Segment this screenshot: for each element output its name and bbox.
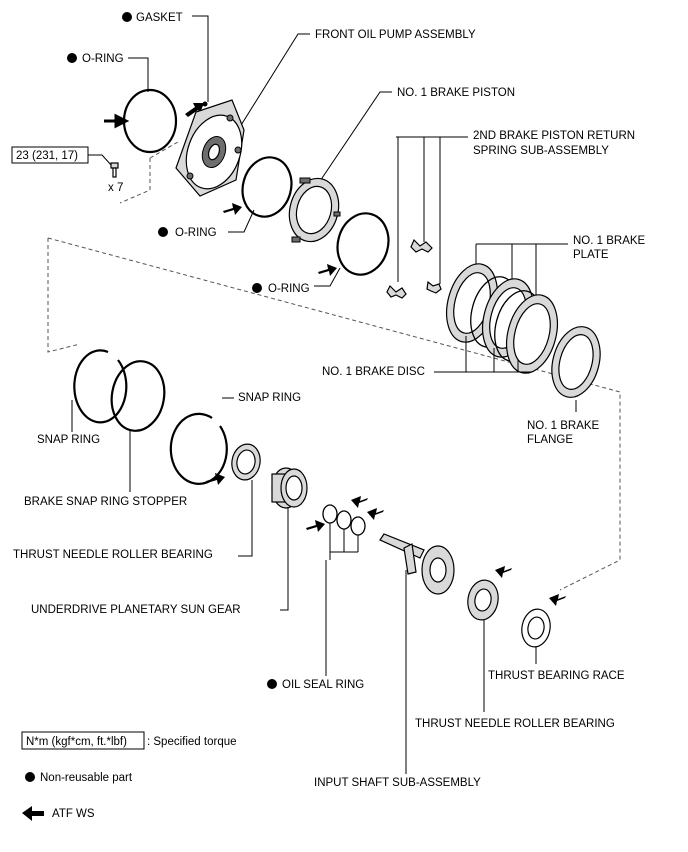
brake-plate-label-line2: PLATE <box>573 249 609 261</box>
nonreusable-dot-icon <box>25 772 35 782</box>
thrust-bearing-race-callout: THRUST BEARING RACE <box>488 647 625 682</box>
no1-brake-piston-part <box>288 177 341 243</box>
torque-callout: 23 (231, 17) x 7 <box>11 146 123 194</box>
atf-arrow-icon <box>495 566 512 578</box>
bolt-quantity: x 7 <box>108 182 123 194</box>
gasket-label: GASKET <box>136 12 183 24</box>
nonreusable-dot-icon <box>158 227 168 237</box>
thrust-needle-bearing-1-label: THRUST NEEDLE ROLLER BEARING <box>13 549 213 561</box>
thrust-bearing-race-label: THRUST BEARING RACE <box>488 670 625 682</box>
atf-arrow-icon <box>22 806 44 821</box>
legend-torque-box <box>21 731 145 750</box>
underdrive-sun-gear-label: UNDERDRIVE PLANETARY SUN GEAR <box>31 604 241 616</box>
o-ring-2-label: O-RING <box>175 227 217 239</box>
o-ring-3-callout: O-RING <box>252 267 341 295</box>
atf-arrow-icon <box>351 496 368 508</box>
o-ring-3-part <box>336 212 390 276</box>
brake-flange-label-line2: FLANGE <box>527 434 573 446</box>
thrust-needle-bearing-1-callout: THRUST NEEDLE ROLLER BEARING <box>13 480 253 561</box>
legend-torque-description: : Specified torque <box>147 736 237 748</box>
brake-snap-ring-stopper-label: BRAKE SNAP RING STOPPER <box>24 496 187 508</box>
snap-ring-2-callout: SNAP RING <box>222 392 301 404</box>
front-oil-pump-part <box>175 99 245 197</box>
nonreusable-dot-icon <box>267 679 277 689</box>
input-shaft-callout: INPUT SHAFT SUB-ASSEMBLY <box>314 570 481 789</box>
atf-arrow-icon <box>223 203 242 215</box>
snap-ring-1-part <box>73 349 128 424</box>
front-oil-pump-label: FRONT OIL PUMP ASSEMBLY <box>315 29 476 41</box>
thrust-needle-bearing-2-callout: THRUST NEEDLE ROLLER BEARING <box>415 620 615 730</box>
brake-snap-ring-stopper-part <box>110 360 166 432</box>
atf-arrow-icon <box>549 594 566 606</box>
brake-flange-part <box>551 326 601 398</box>
brake-snap-ring-stopper-callout: BRAKE SNAP RING STOPPER <box>24 431 187 508</box>
legend-nonreusable-label: Non-reusable part <box>40 772 133 784</box>
atf-arrow-icon <box>185 103 204 117</box>
o-ring-1-part <box>122 88 178 154</box>
input-shaft-part <box>379 533 455 595</box>
brake-plate-label-line1: NO. 1 BRAKE <box>573 235 646 247</box>
brake-flange-callout: NO. 1 BRAKE FLANGE <box>527 400 600 446</box>
brake-flange-label-line1: NO. 1 BRAKE <box>527 420 600 432</box>
no1-brake-piston-label: NO. 1 BRAKE PISTON <box>397 87 515 99</box>
o-ring-2-callout: O-RING <box>158 209 255 239</box>
gasket-callout: GASKET <box>122 12 209 102</box>
brake-disc-pack-part <box>446 263 558 374</box>
legend: N*m (kgf*cm, ft.*lbf) : Specified torque… <box>21 731 237 821</box>
snap-ring-1-callout: SNAP RING <box>37 400 100 446</box>
oil-seal-ring-callout: OIL SEAL RING <box>267 523 364 691</box>
input-shaft-label: INPUT SHAFT SUB-ASSEMBLY <box>314 777 481 789</box>
return-spring-label-line2: SPRING SUB-ASSEMBLY <box>473 145 609 157</box>
thrust-needle-bearing-2-label: THRUST NEEDLE ROLLER BEARING <box>415 718 615 730</box>
underdrive-sun-gear-callout: UNDERDRIVE PLANETARY SUN GEAR <box>31 508 289 616</box>
nonreusable-dot-icon <box>67 53 77 63</box>
underdrive-sun-gear-part <box>271 467 308 509</box>
snap-ring-1-label: SNAP RING <box>37 434 100 446</box>
front-oil-pump-callout: FRONT OIL PUMP ASSEMBLY <box>237 29 476 131</box>
thrust-needle-bearing-2-part <box>467 579 499 621</box>
brake-disc-label: NO. 1 BRAKE DISC <box>322 366 425 378</box>
nonreusable-dot-icon <box>122 12 132 22</box>
legend-torque-units: N*m (kgf*cm, ft.*lbf) <box>26 736 127 748</box>
o-ring-1-label: O-RING <box>82 53 124 65</box>
oil-seal-ring-label: OIL SEAL RING <box>282 679 364 691</box>
thrust-bearing-race-part <box>521 608 551 648</box>
nonreusable-dot-icon <box>252 283 262 293</box>
atf-arrow-icon <box>206 473 225 485</box>
atf-arrow-icon <box>367 508 384 520</box>
atf-arrow-icon <box>306 520 325 532</box>
return-spring-label-line1: 2ND BRAKE PISTON RETURN <box>473 130 635 142</box>
torque-value: 23 (231, 17) <box>16 150 78 162</box>
o-ring-1-callout: O-RING <box>67 53 149 92</box>
return-spring-callout: 2ND BRAKE PISTON RETURN SPRING SUB-ASSEM… <box>396 130 635 284</box>
o-ring-3-label: O-RING <box>268 283 310 295</box>
return-spring-part <box>386 238 442 299</box>
brake-disc-callout: NO. 1 BRAKE DISC <box>322 336 532 378</box>
snap-ring-2-label: SNAP RING <box>238 392 301 404</box>
assembly-boundary-lines <box>47 141 621 591</box>
no1-brake-piston-callout: NO. 1 BRAKE PISTON <box>313 87 515 191</box>
thrust-needle-bearing-1-part <box>231 443 261 481</box>
atf-arrow-icon <box>104 113 130 129</box>
atf-arrow-icon <box>318 264 337 276</box>
bolt-icon <box>110 162 119 178</box>
o-ring-2-part <box>241 156 293 218</box>
legend-atf-label: ATF WS <box>52 808 95 820</box>
gasket-part <box>202 101 208 107</box>
snap-ring-2-part <box>169 412 228 485</box>
